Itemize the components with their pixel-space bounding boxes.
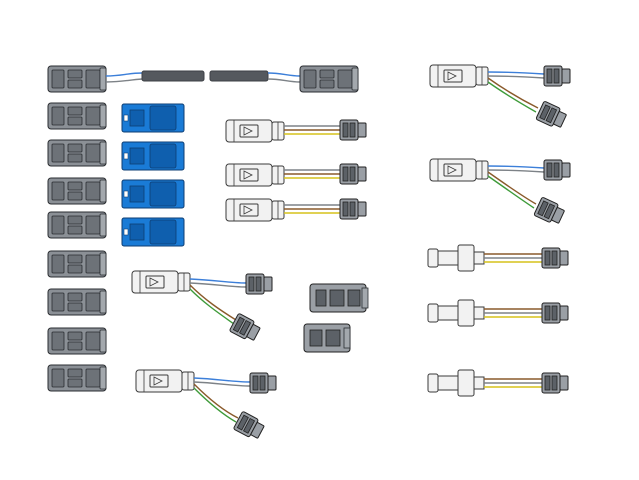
blue-connector-column [121, 103, 185, 247]
gray-connector [47, 364, 107, 392]
gray-connector [47, 177, 107, 205]
blue-connector [121, 141, 185, 171]
cable-jacket-left [141, 70, 205, 82]
socket-block [303, 323, 351, 353]
blue-connector [121, 217, 185, 247]
blue-connector [121, 103, 185, 133]
cable-end-connector-left [47, 65, 107, 93]
white-harness-y-split-large [429, 158, 571, 227]
white-inline-harness [427, 369, 569, 397]
gray-connector [47, 211, 107, 239]
socket-block [309, 283, 369, 313]
cable-end-connector-right [299, 65, 359, 93]
white-harness-y-split [131, 270, 273, 344]
white-harness-single [225, 163, 367, 187]
white-harness-y-split-large [429, 64, 571, 131]
cable-assembly [47, 65, 359, 93]
cable-jacket-right [209, 70, 269, 82]
white-harness-y-split [135, 369, 277, 442]
white-harness-single [225, 119, 367, 143]
gray-connector [47, 327, 107, 355]
white-inline-harness [427, 244, 569, 272]
blue-connector [121, 179, 185, 209]
gray-connector [47, 139, 107, 167]
gray-connector [47, 288, 107, 316]
gray-connector [47, 250, 107, 278]
gray-connector [47, 102, 107, 130]
gray-connector-column [47, 102, 107, 392]
white-inline-harness [427, 299, 569, 327]
white-harness-single [225, 198, 367, 222]
